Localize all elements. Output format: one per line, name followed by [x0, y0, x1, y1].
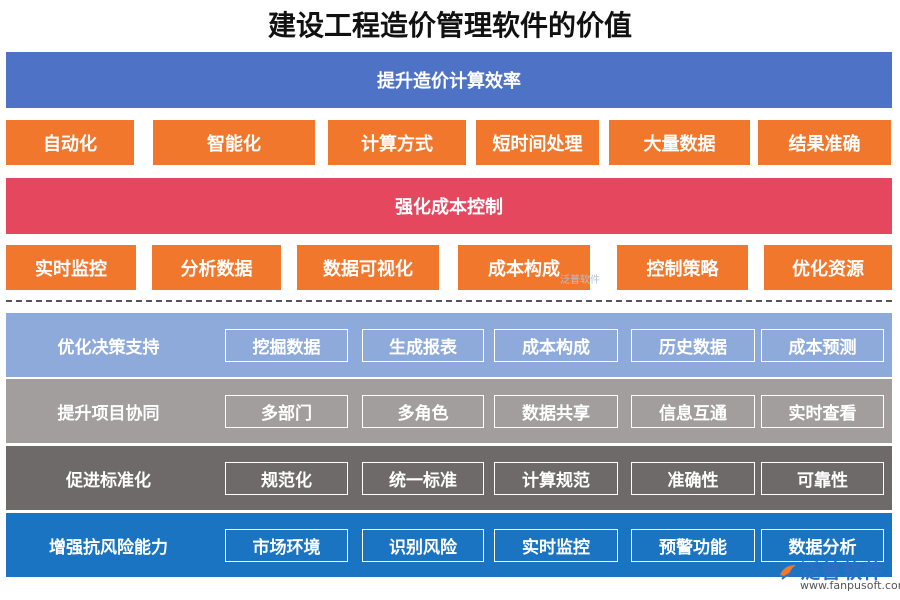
section-divider — [6, 300, 892, 302]
efficiency-item-6: 结果准确 — [758, 120, 891, 165]
cost-item-5: 控制策略 — [617, 245, 748, 290]
efficiency-item-1: 自动化 — [6, 120, 134, 165]
efficiency-item-4: 短时间处理 — [476, 120, 599, 165]
band-project-collaboration: 提升项目协同 多部门 多角色 数据共享 信息互通 实时查看 — [6, 379, 892, 443]
band-decision-support: 优化决策支持 挖掘数据 生成报表 成本构成 历史数据 成本预测 — [6, 313, 892, 377]
band-label: 促进标准化 — [66, 470, 151, 491]
logo-url: www.fanpusoft.com — [800, 579, 900, 592]
band-item: 统一标准 — [362, 462, 484, 495]
band-item: 信息互通 — [631, 395, 755, 428]
band-item: 计算规范 — [494, 462, 618, 495]
band-label: 提升项目协同 — [57, 403, 160, 424]
band-item: 多角色 — [362, 395, 484, 428]
efficiency-item-2: 智能化 — [153, 120, 315, 165]
brand-logo: 泛普软件 www.fanpusoft.com — [778, 555, 900, 597]
band-item: 多部门 — [225, 395, 348, 428]
band-item: 实时查看 — [761, 395, 884, 428]
efficiency-item-3: 计算方式 — [328, 120, 466, 165]
band-item: 历史数据 — [631, 329, 755, 362]
logo-name: 泛普软件 — [800, 559, 884, 583]
band-item: 数据共享 — [494, 395, 618, 428]
band-label: 增强抗风险能力 — [49, 537, 168, 558]
efficiency-item-5: 大量数据 — [609, 120, 750, 165]
cost-item-1: 实时监控 — [6, 245, 136, 290]
band-item: 预警功能 — [631, 529, 755, 562]
band-item: 规范化 — [225, 462, 348, 495]
band-risk-resistance: 增强抗风险能力 市场环境 识别风险 实时监控 预警功能 数据分析 — [6, 513, 892, 577]
band-item: 市场环境 — [225, 529, 348, 562]
band-item: 可靠性 — [761, 462, 884, 495]
band-label: 优化决策支持 — [57, 337, 160, 358]
band-item: 生成报表 — [362, 329, 484, 362]
logo-mark-icon — [780, 565, 797, 580]
cost-item-4: 成本构成 — [458, 245, 590, 290]
cost-item-6: 优化资源 — [764, 245, 892, 290]
cost-control-banner: 强化成本控制 — [6, 178, 892, 234]
band-item: 数据分析 — [761, 529, 884, 562]
efficiency-banner: 提升造价计算效率 — [6, 52, 892, 108]
band-item: 识别风险 — [362, 529, 484, 562]
band-standardization: 促进标准化 规范化 统一标准 计算规范 准确性 可靠性 — [6, 446, 892, 510]
page-title: 建设工程造价管理软件的价值 — [267, 9, 632, 42]
cost-item-3: 数据可视化 — [297, 245, 439, 290]
watermark-text: 泛普软件 — [560, 275, 600, 286]
cost-item-2: 分析数据 — [152, 245, 281, 290]
band-item: 成本预测 — [761, 329, 884, 362]
band-item: 实时监控 — [494, 529, 618, 562]
band-item: 挖掘数据 — [225, 329, 348, 362]
band-item: 成本构成 — [494, 329, 618, 362]
band-item: 准确性 — [631, 462, 755, 495]
